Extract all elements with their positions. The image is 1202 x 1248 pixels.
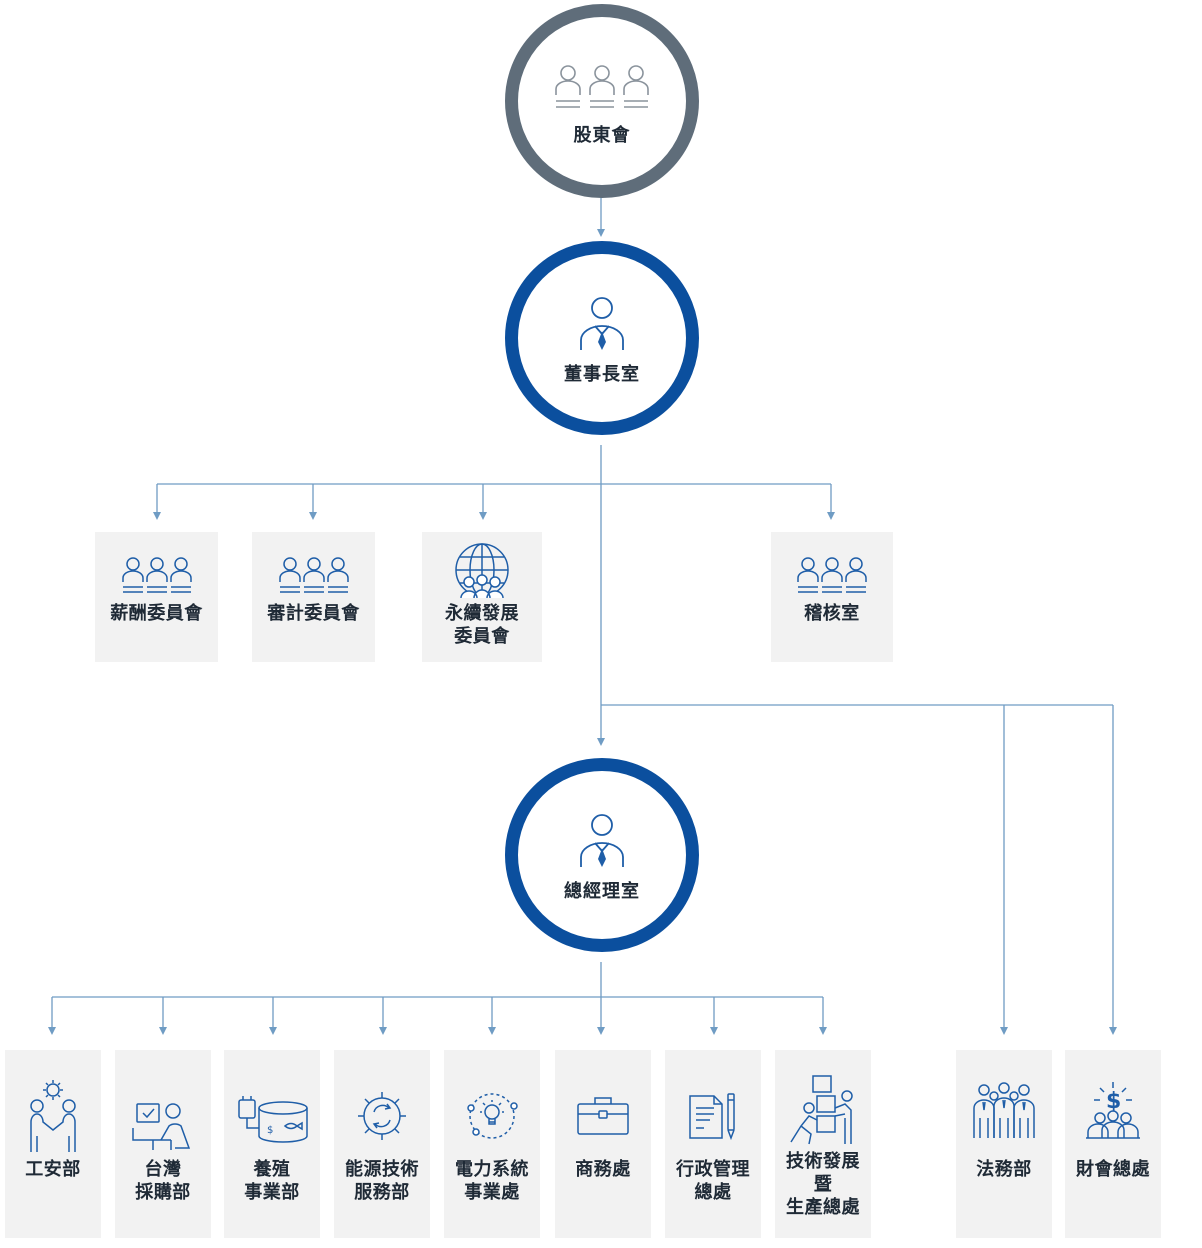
committee-label: 審計委員會 xyxy=(267,603,360,624)
department-energy-tech-services[interactable]: 能源技術 服務部 xyxy=(334,1050,430,1238)
audit-office[interactable]: 稽核室 xyxy=(771,532,893,662)
department-commerce[interactable]: 商務處 xyxy=(555,1050,651,1238)
gear-recycle-icon xyxy=(352,1078,412,1154)
globe-people-icon xyxy=(449,542,515,598)
chairman-office-label: 董事長室 xyxy=(564,364,640,385)
department-label: 技術發展 暨 生產總處 xyxy=(786,1151,860,1218)
department-label: 台灣 採購部 xyxy=(135,1159,191,1203)
svg-text:$: $ xyxy=(1106,1089,1121,1114)
dollar-team-icon: $ xyxy=(1080,1078,1146,1154)
department-legal[interactable]: 法務部 xyxy=(956,1050,1052,1238)
department-tech-dev-production[interactable]: 技術發展 暨 生產總處 xyxy=(775,1050,871,1238)
department-label: 電力系統 事業處 xyxy=(455,1159,529,1203)
committee-label: 稽核室 xyxy=(804,603,860,624)
three-people-icon xyxy=(796,554,868,598)
gear-handshake-icon xyxy=(26,1078,80,1154)
department-label: 行政管理 總處 xyxy=(676,1159,750,1203)
document-pen-icon xyxy=(684,1078,742,1154)
moving-boxes-icon xyxy=(787,1074,859,1146)
team-suits-icon xyxy=(968,1078,1040,1154)
department-label: 財會總處 xyxy=(1076,1159,1150,1180)
committee-audit[interactable]: 審計委員會 xyxy=(252,532,375,662)
svg-text:$: $ xyxy=(267,1125,273,1136)
businessman-icon xyxy=(578,296,626,352)
department-finance-accounting[interactable]: $ 財會總處 xyxy=(1065,1050,1161,1238)
businessman-icon xyxy=(578,813,626,869)
department-label: 養殖 事業部 xyxy=(244,1159,300,1203)
department-label: 法務部 xyxy=(976,1159,1032,1180)
president-office-node[interactable]: 總經理室 xyxy=(505,758,699,952)
department-aquaculture[interactable]: $ 養殖 事業部 xyxy=(224,1050,320,1238)
committee-compensation[interactable]: 薪酬委員會 xyxy=(95,532,218,662)
president-office-label: 總經理室 xyxy=(564,881,640,902)
three-people-icon xyxy=(121,554,193,598)
department-taiwan-procurement[interactable]: 台灣 採購部 xyxy=(115,1050,211,1238)
department-label: 能源技術 服務部 xyxy=(345,1159,419,1203)
department-label: 工安部 xyxy=(25,1159,81,1180)
department-power-systems[interactable]: 電力系統 事業處 xyxy=(444,1050,540,1238)
chairman-office-node[interactable]: 董事長室 xyxy=(505,241,699,435)
department-industrial-safety[interactable]: 工安部 xyxy=(5,1050,101,1238)
shareholders-label: 股東會 xyxy=(573,125,631,146)
committee-sustainability[interactable]: 永續發展 委員會 xyxy=(422,532,542,662)
fish-tank-icon: $ xyxy=(235,1078,309,1154)
shareholders-node[interactable]: 股東會 xyxy=(505,4,699,198)
committee-label: 薪酬委員會 xyxy=(110,603,203,624)
three-people-icon xyxy=(278,554,350,598)
committee-label: 永續發展 委員會 xyxy=(445,603,519,647)
lightbulb-network-icon xyxy=(462,1078,522,1154)
laptop-user-icon xyxy=(131,1078,195,1154)
three-people-icon xyxy=(552,61,652,113)
briefcase-icon xyxy=(574,1078,632,1154)
department-administration[interactable]: 行政管理 總處 xyxy=(665,1050,761,1238)
department-label: 商務處 xyxy=(575,1159,631,1180)
